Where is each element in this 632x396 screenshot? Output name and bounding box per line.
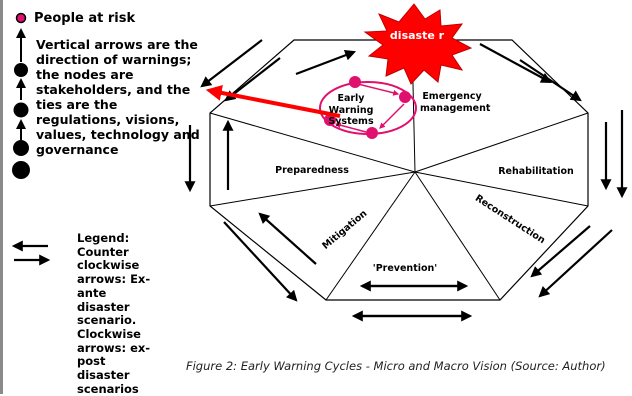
arrow-top-left-outer xyxy=(200,39,263,88)
disaster-label: disaste r xyxy=(389,29,445,42)
arrow-top-right-outer xyxy=(519,59,582,102)
legend-arrows xyxy=(11,240,51,266)
arrow-mitigation-inner xyxy=(258,212,317,265)
people-at-risk-label: People at risk xyxy=(34,11,136,26)
micro-node-bottom xyxy=(366,127,378,139)
stakeholder-node-1 xyxy=(14,63,28,77)
segment-emergency-management: Emergency management xyxy=(420,91,491,114)
arrow-top-to-burst xyxy=(295,49,357,76)
micro-node-top xyxy=(349,76,361,88)
pointer-arrow xyxy=(205,84,341,118)
disaster-burst xyxy=(363,3,473,85)
left-border xyxy=(0,0,3,394)
segment-early-warning: Early Warning Systems xyxy=(328,93,374,127)
octagon-spokes xyxy=(209,39,589,301)
arrow-top-left-inner xyxy=(224,57,281,102)
people-at-risk-dot xyxy=(15,12,27,24)
stakeholder-node-2 xyxy=(13,102,29,118)
arrow-top-right-inner xyxy=(479,43,552,84)
segment-preparedness: Preparedness xyxy=(275,165,349,176)
segment-prevention: 'Prevention' xyxy=(372,263,438,274)
figure-caption: Figure 2: Early Warning Cycles - Micro a… xyxy=(186,359,606,373)
arrow-bottom-right-inner xyxy=(530,225,591,278)
arrow-bottom-left-outer xyxy=(223,221,298,302)
cycle-arrows xyxy=(184,39,628,322)
stakeholder-chain xyxy=(12,12,30,179)
chain-explanation: Vertical arrows are the direction of war… xyxy=(36,37,200,157)
early-warning-micro-cycle xyxy=(319,76,417,139)
arrow-bottom-right-outer xyxy=(538,229,613,298)
stakeholder-node-4 xyxy=(12,161,30,179)
segment-rehabilitation: Rehabilitation xyxy=(498,166,574,177)
legend-text: Legend: Counter clockwise arrows: Ex-ant… xyxy=(77,231,151,396)
micro-node-right xyxy=(399,91,411,103)
micro-node-left xyxy=(324,114,336,126)
stakeholder-node-3 xyxy=(13,140,29,156)
